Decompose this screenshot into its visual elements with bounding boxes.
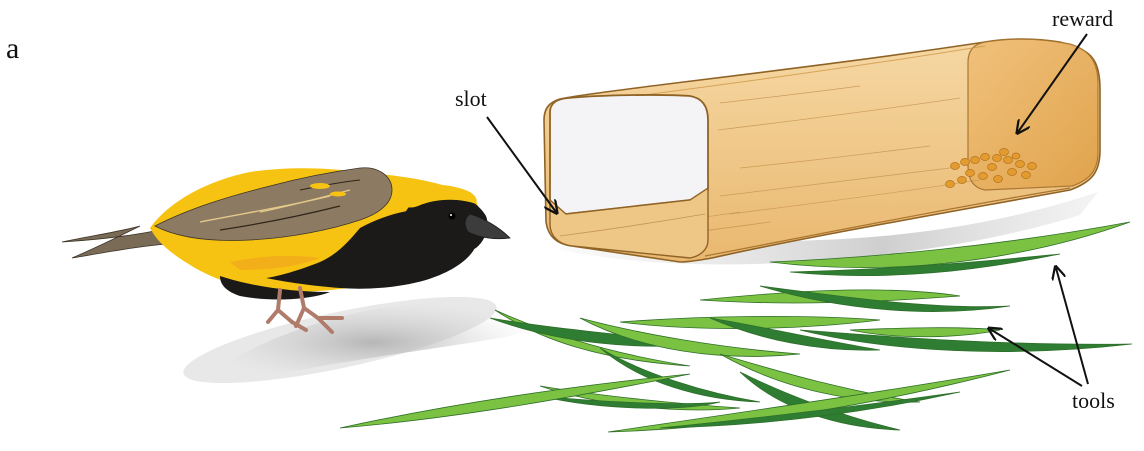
panel-label: a <box>6 32 19 65</box>
tools-arrow-2 <box>990 329 1082 386</box>
bird-shadow <box>178 279 544 400</box>
box-opening <box>550 95 708 214</box>
tools-arrow-1 <box>1056 268 1088 384</box>
bird-eye <box>449 213 456 220</box>
reward-label: reward <box>1052 6 1113 31</box>
slot-label: slot <box>455 86 487 111</box>
tools-label: tools <box>1072 388 1115 413</box>
